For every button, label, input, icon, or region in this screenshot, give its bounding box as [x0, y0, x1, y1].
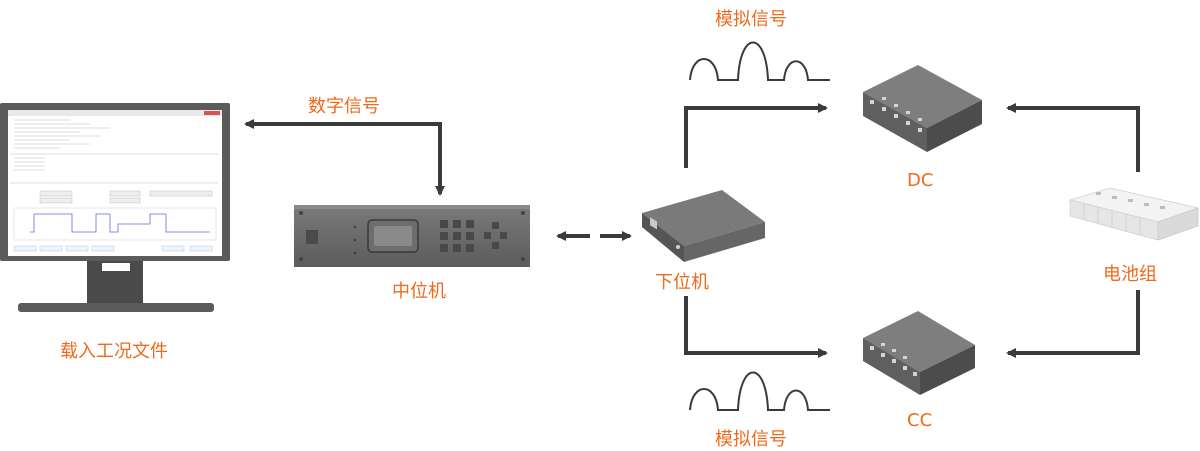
arrow-lower-to-cc: [684, 296, 828, 358]
arrow-lower-to-dc: [684, 103, 828, 168]
analog-signal-top-label: 模拟信号: [715, 9, 787, 30]
middle-unit-label: 中位机: [392, 281, 446, 302]
cc-label: CC: [907, 410, 933, 431]
waveform-bottom: [689, 371, 830, 411]
battery-pack-label: 电池组: [1103, 264, 1157, 285]
analog-waveform-icon: [689, 41, 830, 411]
waveform-top: [689, 41, 830, 82]
pc-caption: 载入工况文件: [60, 341, 168, 362]
arrow-battery-to-cc: [1006, 290, 1140, 358]
digital-signal-label: 数字信号: [308, 96, 380, 117]
arrow-battery-to-dc: [1006, 103, 1140, 172]
lower-unit-label: 下位机: [655, 272, 709, 293]
connection-arrows: [244, 103, 1140, 358]
dc-module-icon: [863, 65, 982, 152]
monitor-icon: [0, 103, 230, 312]
battery-pack-icon: [1068, 187, 1200, 241]
arrow-middle-to-pc: [244, 119, 442, 186]
lower-unit-box-icon: [642, 190, 765, 262]
cc-module-icon: [863, 311, 975, 395]
rack-device-icon: [294, 205, 530, 267]
dc-label: DC: [907, 170, 934, 191]
analog-signal-bottom-label: 模拟信号: [715, 429, 787, 450]
